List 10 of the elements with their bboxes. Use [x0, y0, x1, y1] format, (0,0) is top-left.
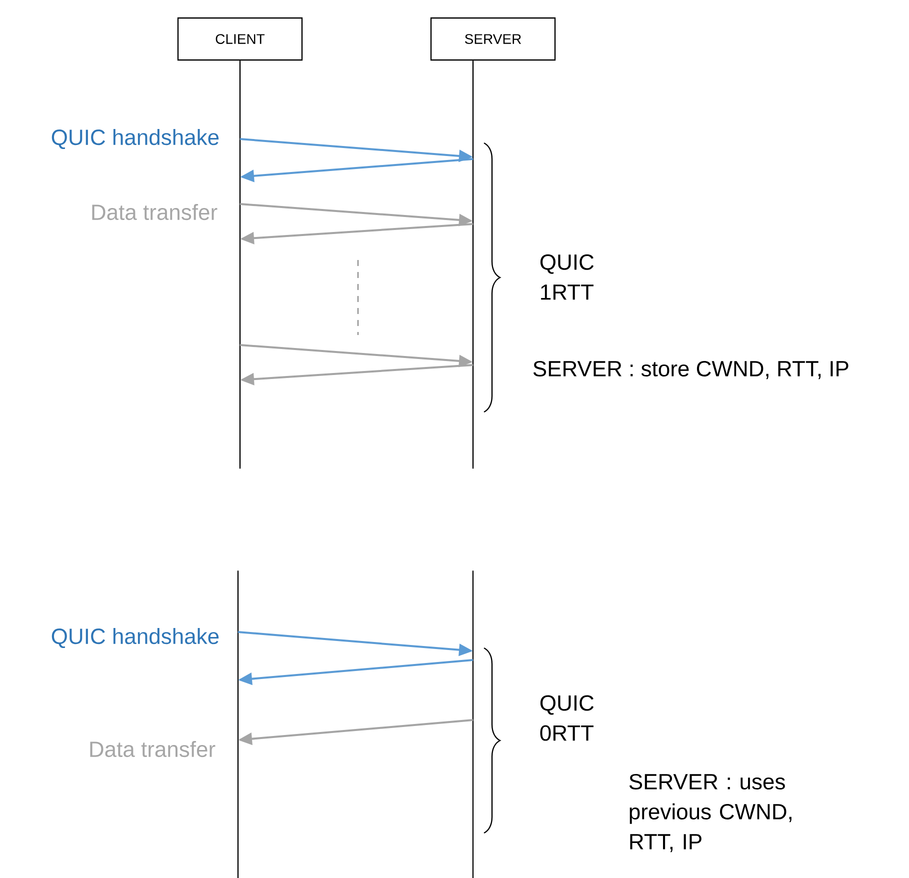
- lifeline: [239, 60, 241, 470]
- lifeline: [472, 570, 474, 878]
- lifeline: [237, 570, 239, 878]
- step-label: Data transfer: [92, 204, 218, 220]
- actor-box: SERVER: [430, 17, 556, 61]
- lifeline: [472, 60, 474, 470]
- actor-box: CLIENT: [177, 17, 303, 61]
- note-text: SERVER : store CWND, RTT, IP: [533, 360, 848, 380]
- step-label: Data transfer: [90, 740, 216, 758]
- note-text: SERVER : uses previous CWND, RTT, IP: [629, 774, 792, 852]
